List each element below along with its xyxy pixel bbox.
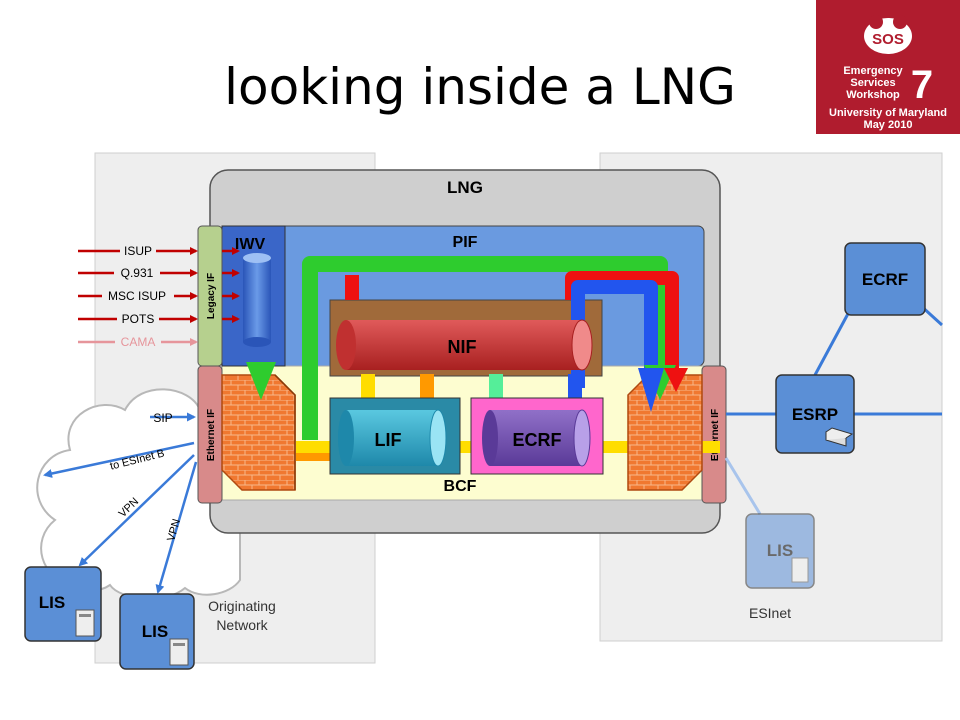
pif-label: PIF [453,234,478,251]
green-path [302,256,668,440]
lis-esinet-box: LIS [745,513,815,589]
input-label-5: CAMA [121,335,156,349]
logo-line-5: May 2010 [864,119,913,131]
input-label-1: ISUP [124,244,152,258]
workshop-logo: SOS Emergency Services Workshop 7 Univer… [816,0,960,134]
lis-box-2: LIS [119,593,195,670]
lis-label-1: LIS [39,593,65,612]
firewall-right [627,374,703,491]
ecrf-box: ECRF [844,242,926,316]
lis-box-1: LIS [24,566,102,642]
iwv-cylinder [243,258,271,342]
inner-ecrf-cylinder [490,410,582,466]
lng-label: LNG [447,178,483,197]
originating-network-label-2: Network [216,617,268,633]
server-icon [169,638,189,666]
input-label-2: Q.931 [121,266,154,280]
nif-cylinder [346,320,582,370]
input-label-4: POTS [122,312,155,326]
ecrf-label: ECRF [862,270,908,289]
slide-title: looking inside a LNG [224,58,736,116]
lif-label: LIF [375,430,402,450]
originating-network-label-1: Originating [208,598,276,614]
input-label-3: MSC ISUP [108,289,166,303]
cloud-arrows [43,412,198,594]
logo-badge: SOS [872,31,904,48]
lis-esinet-label: LIS [767,541,793,560]
logo-line-1: Emergency [843,65,903,77]
esrp-label: ESRP [792,405,838,424]
esrp-box: ESRP [775,374,855,454]
nif-label: NIF [448,337,477,357]
logo-number: 7 [911,63,933,107]
iwv-label: IWV [235,236,266,253]
legacy-if-label: Legacy IF [206,273,217,319]
server-icon [75,609,95,637]
logo-line-4: University of Maryland [829,107,947,119]
blue-arrow-right [638,368,664,412]
sip-label: SIP [153,411,172,425]
inner-ecrf-label: ECRF [513,430,562,450]
bcf-label: BCF [444,478,477,495]
ethernet-if-left-label: Ethernet IF [206,409,217,461]
lis-label-2: LIS [142,622,168,641]
server-icon [791,557,809,583]
lif-cylinder [346,410,438,466]
logo-line-2: Services [850,77,895,89]
esinet-label: ESInet [749,605,791,621]
green-arrow-left [246,362,276,400]
red-arrow-right [664,368,688,392]
ethernet-if-right-label: Ethernet IF [710,409,721,461]
logo-line-3: Workshop [846,89,900,101]
